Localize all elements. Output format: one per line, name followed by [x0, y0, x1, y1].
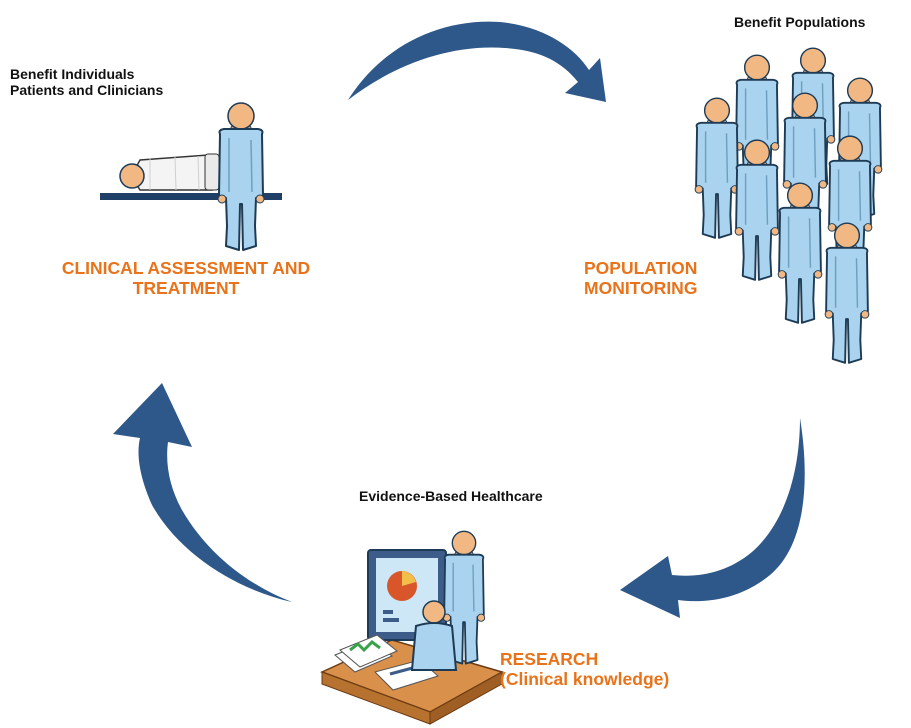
- clinical-subtitle-line1: Benefit Individuals: [10, 66, 135, 82]
- research-subtitle: Evidence-Based Healthcare: [359, 488, 543, 504]
- research-title: RESEARCH (Clinical knowledge): [500, 649, 669, 689]
- research-title-line1: RESEARCH: [500, 649, 599, 669]
- clinical-title: CLINICAL ASSESSMENT AND TREATMENT: [36, 258, 336, 298]
- clinical-subtitle: Benefit Individuals Patients and Clinici…: [10, 66, 163, 98]
- arrow-right-icon: [620, 418, 805, 618]
- clinical-subtitle-line2: Patients and Clinicians: [10, 82, 164, 98]
- crowd-icon: [694, 47, 883, 364]
- pie-chart-icon: [387, 571, 417, 601]
- population-subtitle: Benefit Populations: [734, 14, 866, 30]
- seated-researcher-icon: [410, 600, 458, 671]
- arrow-left-icon: [113, 383, 292, 602]
- researcher-at-computer-icon: [320, 530, 504, 725]
- population-title: POPULATION MONITORING: [584, 258, 697, 298]
- research-title-line2: (Clinical knowledge): [500, 669, 670, 689]
- population-title-line2: MONITORING: [584, 278, 698, 298]
- clinician-icon: [217, 102, 265, 251]
- clinical-title-line2: TREATMENT: [132, 278, 240, 298]
- population-title-line1: POPULATION: [584, 258, 698, 278]
- clinical-title-line1: CLINICAL ASSESSMENT AND: [61, 258, 311, 278]
- arrow-top-icon: [348, 21, 606, 102]
